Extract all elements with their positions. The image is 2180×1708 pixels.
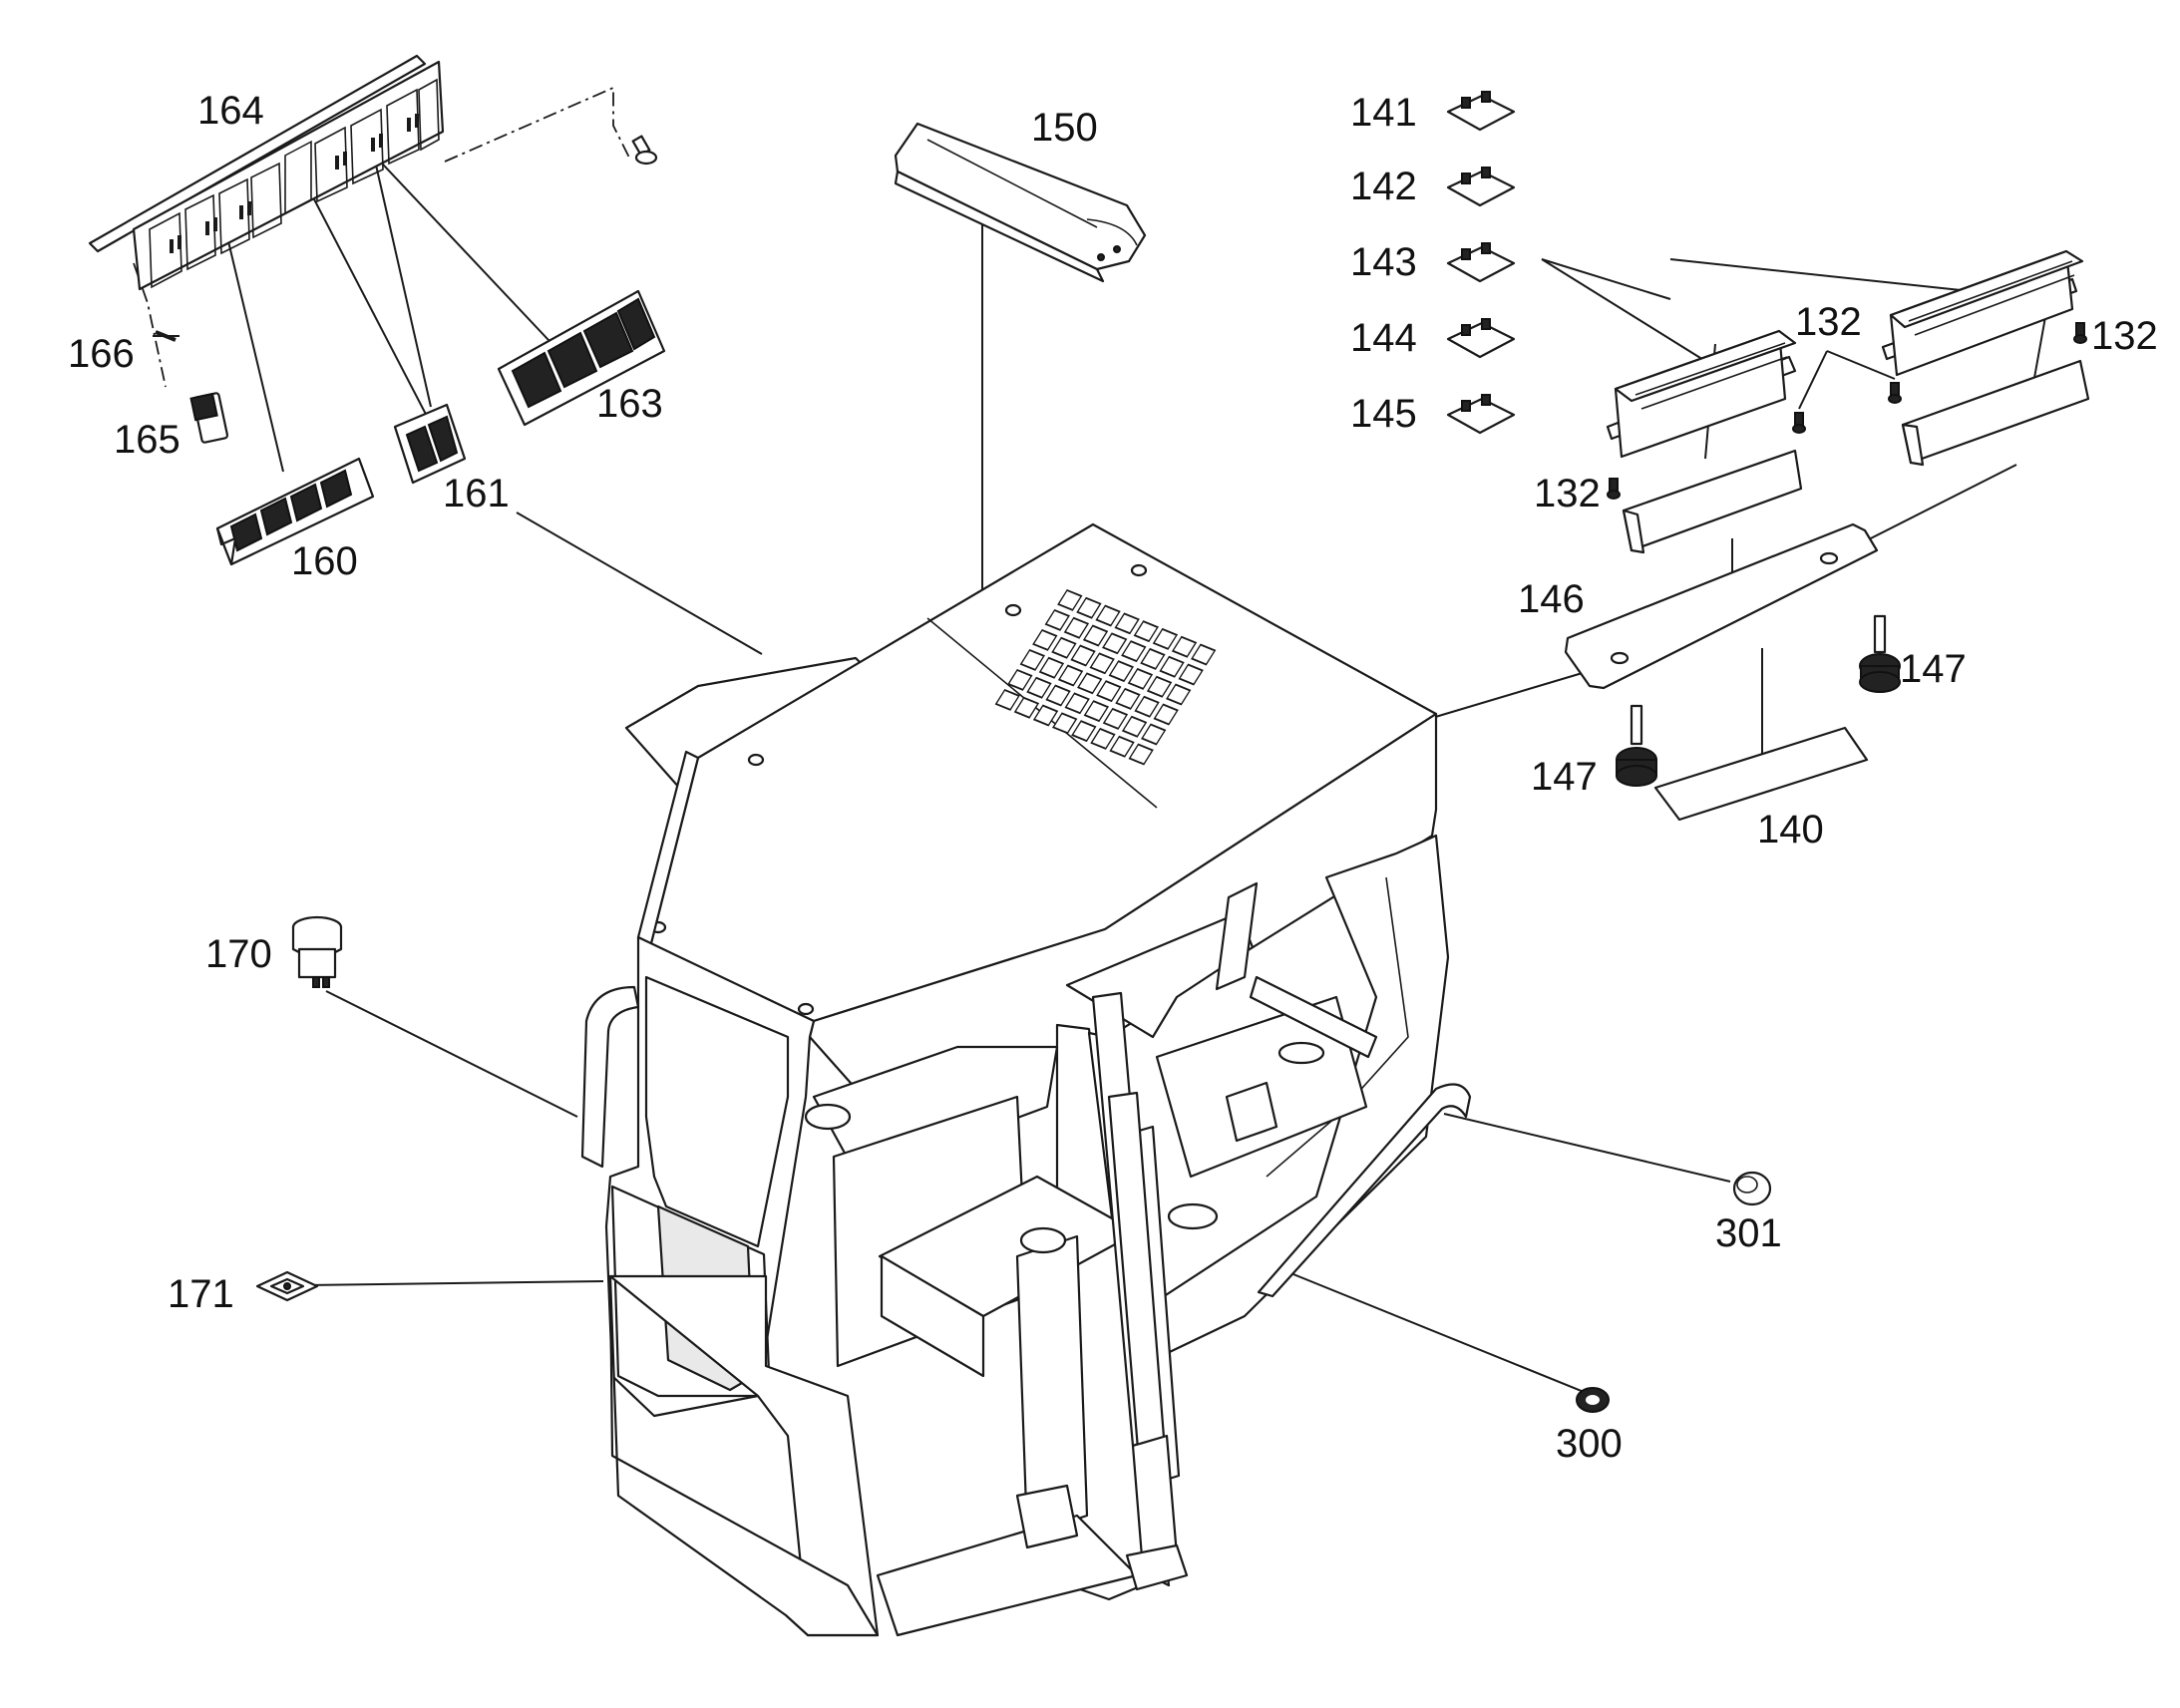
fuse-145-icon	[1446, 394, 1516, 435]
label-170: 170	[205, 932, 272, 976]
fuse-connector-left	[1606, 329, 1797, 459]
socket-171	[255, 1270, 319, 1302]
screw-icon	[631, 135, 658, 166]
fuse-tray-right	[1901, 359, 2090, 467]
cab-rear-slot	[1225, 1081, 1278, 1143]
cab-interior-hole-box	[1019, 1226, 1067, 1254]
screw-132-icon	[2073, 322, 2087, 344]
label-plate-140	[1653, 726, 1869, 822]
leader-301	[1443, 1113, 1731, 1183]
screw-132-icon	[1792, 412, 1806, 434]
label-132-right: 132	[2091, 314, 2158, 358]
label-161: 161	[443, 472, 510, 515]
leader-161	[516, 512, 763, 655]
cab-foot-mid	[1015, 1484, 1079, 1549]
leader-132-a	[1798, 350, 1828, 410]
part-labels: 164 166 165 160 161 163 150 141 142 143 …	[68, 89, 2158, 1466]
leader-lines	[133, 86, 2055, 1397]
fuse-tray-left	[1622, 449, 1803, 554]
dash-line-164-screw	[444, 86, 631, 163]
leader-132-b	[1826, 350, 1896, 380]
label-132-left: 132	[1534, 472, 1601, 515]
cover-plate-146	[1564, 522, 1879, 690]
label-132-top: 132	[1795, 300, 1862, 344]
cab-right-rail	[1249, 975, 1378, 1059]
cab-interior-hole-mid	[1167, 1202, 1219, 1230]
cab-rear-hole	[1277, 1041, 1325, 1065]
left-handrail	[580, 985, 640, 1169]
label-171: 171	[168, 1272, 234, 1316]
leader-146	[1431, 671, 1587, 719]
roof-grille	[994, 588, 1217, 766]
relay-panel-plate	[88, 54, 427, 253]
label-165: 165	[114, 418, 181, 462]
label-147-left: 147	[1531, 755, 1598, 799]
right-handrail	[1257, 1083, 1472, 1298]
leader-164-163	[368, 149, 581, 375]
fuse-142-icon	[1446, 167, 1516, 207]
label-166: 166	[68, 332, 135, 376]
label-143: 143	[1350, 240, 1417, 284]
cab-interior-hole-left	[804, 1103, 852, 1131]
roof-lamp-150	[894, 122, 1147, 283]
label-300: 300	[1556, 1422, 1623, 1466]
leader-143	[1541, 258, 1671, 300]
cab-roof	[648, 522, 1438, 1023]
thumb-screw-147-right	[1859, 614, 1901, 693]
label-141: 141	[1350, 91, 1417, 135]
roof-right-fascia	[808, 712, 1438, 1093]
leader-171	[304, 1280, 604, 1286]
relay-block-161	[393, 403, 467, 485]
cab-right-shade	[1215, 881, 1259, 991]
cab-interior-box-front	[880, 1254, 985, 1378]
leader-170	[325, 990, 578, 1118]
fuse-144-icon	[1446, 318, 1516, 359]
label-145: 145	[1350, 392, 1417, 436]
fuse-143-icon	[1446, 242, 1516, 283]
leader-143-c	[1541, 258, 1722, 372]
cab-right-side	[1147, 834, 1450, 1362]
fuse-141-icon	[1446, 91, 1516, 132]
relay-block-160	[215, 457, 375, 566]
grommet-300	[1576, 1387, 1610, 1413]
label-144: 144	[1350, 316, 1417, 360]
screw-132-icon	[1888, 382, 1902, 404]
cab-lower-left-body	[608, 1274, 880, 1637]
label-164: 164	[197, 89, 264, 133]
leader-164-a	[311, 194, 446, 452]
leader-300	[1287, 1271, 1595, 1397]
leader-146-b	[1854, 464, 2017, 547]
thumb-screw-147-left	[1616, 704, 1657, 787]
switch-170	[291, 915, 343, 988]
cab-front-left-window	[644, 975, 790, 1248]
pin-166	[155, 330, 177, 342]
label-301: 301	[1715, 1211, 1782, 1255]
cab-foot-right	[1125, 1543, 1189, 1591]
cab-frame	[580, 522, 1472, 1637]
label-147-right: 147	[1900, 647, 1967, 691]
label-140: 140	[1757, 808, 1824, 852]
label-163: 163	[596, 382, 663, 426]
leader-164-161	[374, 160, 432, 408]
screw-132-icon	[1607, 478, 1621, 500]
label-150: 150	[1031, 106, 1098, 150]
fuses-141-145	[1446, 91, 1516, 435]
fuse-connector-right	[1881, 249, 2084, 377]
relay-panel-164	[88, 54, 445, 291]
fuse-holder-165	[189, 392, 229, 444]
screws-132	[1607, 322, 2087, 500]
leader-164-160	[222, 219, 284, 473]
relay-block-163	[497, 289, 666, 427]
cab-lower-left-side	[608, 1274, 880, 1637]
label-142: 142	[1350, 165, 1417, 208]
label-146: 146	[1518, 577, 1585, 621]
cap-301	[1732, 1171, 1772, 1206]
label-160: 160	[291, 539, 358, 583]
